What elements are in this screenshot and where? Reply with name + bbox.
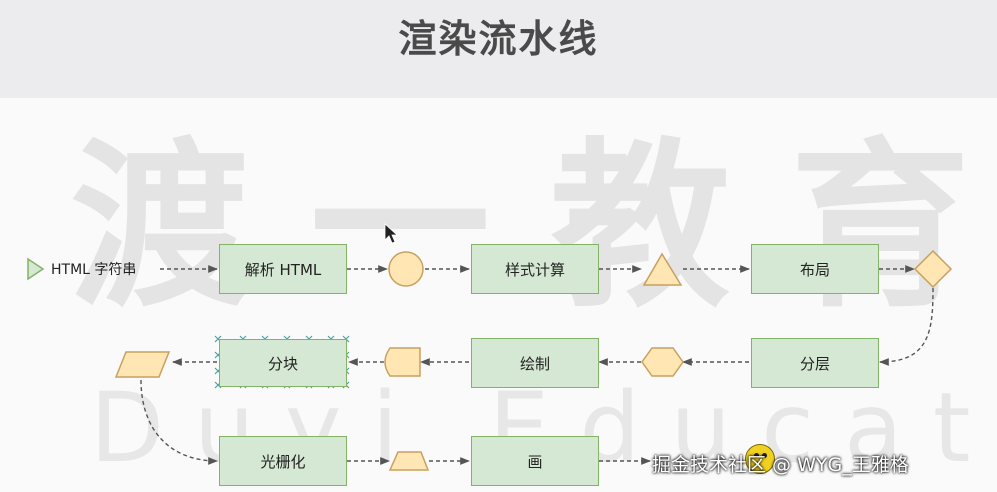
mouse-cursor-icon xyxy=(384,223,399,244)
diamond-token-icon xyxy=(913,249,953,289)
node-tiling: 分块 xyxy=(219,339,347,387)
node-layout: 布局 xyxy=(751,244,879,294)
node-paint: 绘制 xyxy=(471,338,599,388)
node-layer: 分层 xyxy=(751,338,879,388)
arrow-diamond-to-layer xyxy=(879,287,934,366)
node-style-calc: 样式计算 xyxy=(471,244,599,294)
parallelogram-token-icon xyxy=(114,351,171,378)
diagram-canvas xyxy=(0,98,997,492)
tape-token-icon xyxy=(384,347,421,377)
node-draw: 画 xyxy=(471,436,599,486)
circle-token-icon xyxy=(388,251,424,287)
trapezoid-token-icon xyxy=(388,451,430,471)
start-triangle-icon xyxy=(27,257,45,281)
credit-watermark: 掘金技术社区 @ WYG_王雅格 xyxy=(652,454,909,476)
header-bar xyxy=(0,0,997,98)
page-title: 渲染流水线 xyxy=(398,17,599,61)
arrow-parallelogram-to-raster xyxy=(140,379,218,465)
start-label: HTML 字符串 xyxy=(51,262,137,278)
hexagon-token-icon xyxy=(641,347,684,377)
node-parse-html: 解析 HTML xyxy=(219,244,347,294)
emoji-icon xyxy=(745,444,775,474)
node-raster: 光栅化 xyxy=(219,436,347,486)
triangle-token-icon xyxy=(642,252,683,286)
